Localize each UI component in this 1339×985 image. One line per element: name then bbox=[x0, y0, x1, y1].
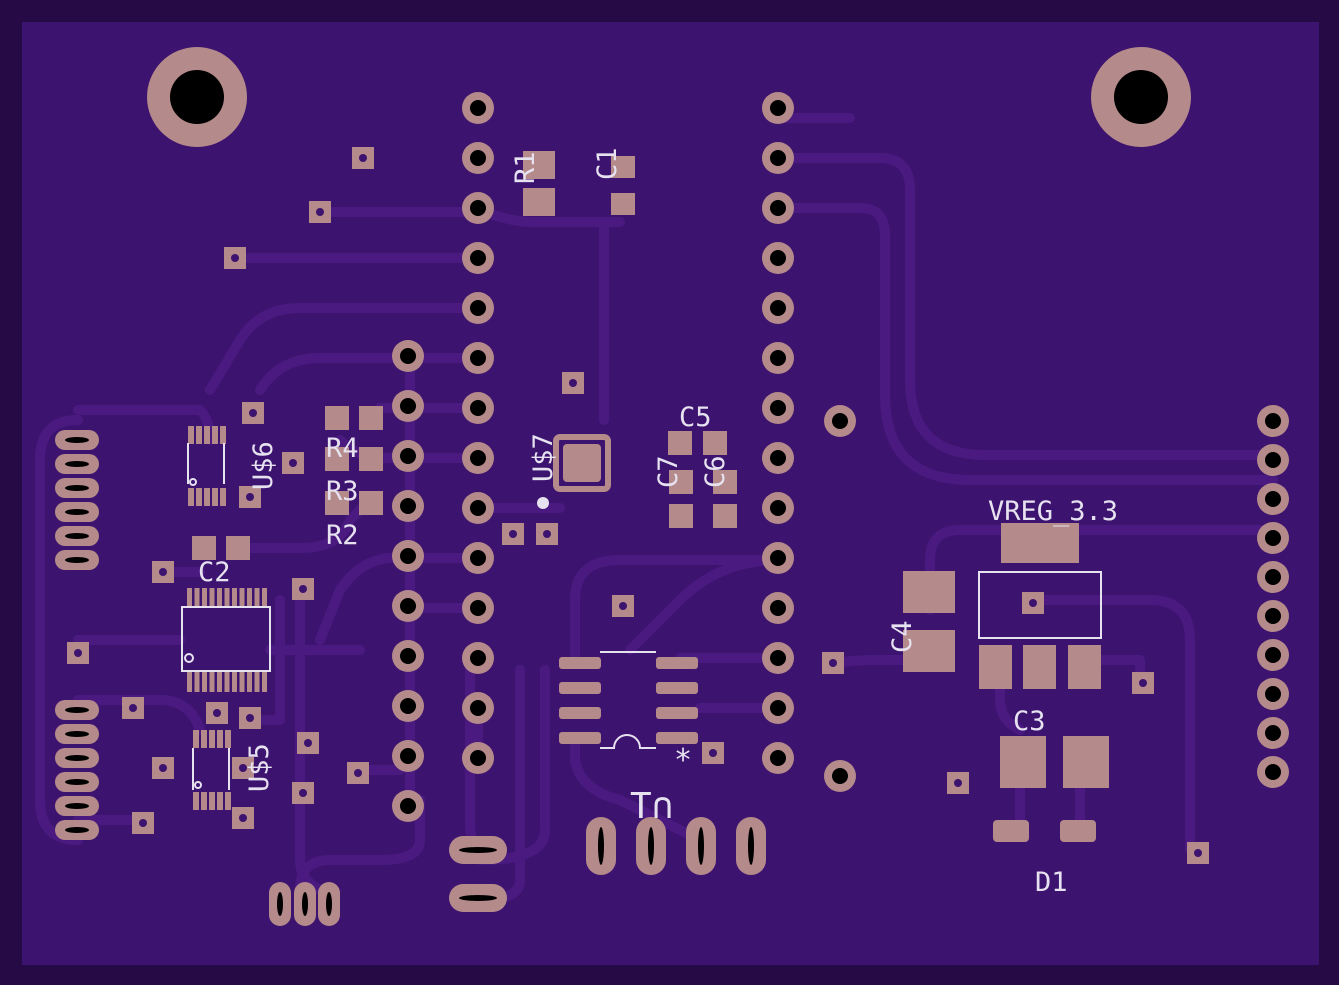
ic-pad bbox=[217, 588, 222, 608]
label-star: * bbox=[674, 743, 692, 778]
through-hole-pads bbox=[392, 92, 1289, 822]
ic-pad bbox=[217, 730, 223, 748]
ic-pad bbox=[209, 672, 215, 692]
label-r2: R2 bbox=[326, 520, 359, 551]
ic-pad bbox=[217, 672, 222, 692]
smd-pads bbox=[187, 151, 1109, 842]
label-c2: C2 bbox=[198, 557, 231, 588]
ic-pad bbox=[194, 588, 200, 608]
ic-pad bbox=[224, 672, 230, 692]
label-r1: R1 bbox=[510, 151, 541, 184]
label-c1: C1 bbox=[592, 147, 623, 180]
ic-pad bbox=[220, 426, 226, 444]
soic-pad-left bbox=[559, 707, 601, 719]
ic-pad bbox=[187, 672, 192, 692]
ic-pad bbox=[209, 730, 215, 748]
ic-pad bbox=[194, 672, 200, 692]
ic-pad bbox=[193, 792, 199, 810]
label-c4: C4 bbox=[887, 620, 918, 653]
r1-pad-1 bbox=[523, 151, 555, 179]
c1-pad-2 bbox=[611, 193, 635, 215]
label-c3: C3 bbox=[1013, 706, 1046, 737]
ic-pad bbox=[188, 426, 194, 444]
ic-pad bbox=[220, 488, 226, 506]
label-d1: D1 bbox=[1035, 867, 1068, 898]
ic-pad bbox=[254, 588, 260, 608]
label-c5: C5 bbox=[679, 402, 712, 433]
ic-pad bbox=[247, 672, 252, 692]
ic-pad bbox=[212, 488, 218, 506]
ic-pad bbox=[193, 730, 199, 748]
label-vreg: VREG_3.3 bbox=[988, 496, 1118, 527]
ic-pad bbox=[204, 488, 210, 506]
silkscreen-labels: R1 C1 C5 C7 C6 R4 R3 R2 U$6 U$7 U$5 C2 C… bbox=[198, 147, 1118, 898]
ic-pad bbox=[187, 588, 192, 608]
soic-pad-right bbox=[656, 707, 698, 719]
ic-pad bbox=[225, 792, 231, 810]
ic-pad bbox=[204, 426, 210, 444]
ic-pad bbox=[188, 488, 194, 506]
soic-pad-left bbox=[559, 657, 601, 669]
ic-pad bbox=[262, 672, 267, 692]
ic-pad bbox=[225, 730, 231, 748]
label-c6: C6 bbox=[700, 455, 731, 488]
ic-pad bbox=[239, 672, 245, 692]
ic-pad bbox=[196, 488, 202, 506]
ic-pad bbox=[209, 792, 215, 810]
label-us7: U$7 bbox=[528, 433, 559, 482]
ic-pad bbox=[217, 792, 223, 810]
vreg-outline bbox=[978, 571, 1102, 639]
label-us5: U$5 bbox=[244, 743, 275, 792]
ic-pad bbox=[262, 588, 267, 608]
label-us6: U$6 bbox=[248, 441, 279, 490]
connector-pads bbox=[55, 430, 766, 926]
soic-pad-left bbox=[559, 682, 601, 694]
ic-pad bbox=[196, 426, 202, 444]
r1-pad-2 bbox=[523, 188, 555, 216]
ic-pad bbox=[239, 588, 245, 608]
ic-pad bbox=[224, 588, 230, 608]
ic-pad bbox=[202, 588, 207, 608]
ic-pad bbox=[201, 792, 207, 810]
ic-pad bbox=[202, 672, 207, 692]
c1-pad-1 bbox=[611, 156, 635, 178]
vias bbox=[67, 147, 1209, 864]
soic-pad-right bbox=[656, 732, 698, 744]
label-r3: R3 bbox=[326, 476, 359, 507]
ic-pad bbox=[212, 426, 218, 444]
silkscreen-outlines bbox=[181, 443, 1102, 790]
ic-outline-c2 bbox=[181, 606, 271, 672]
ic-pad bbox=[232, 672, 237, 692]
mounting-holes bbox=[147, 47, 1191, 147]
label-r4: R4 bbox=[326, 433, 359, 464]
ic-pad bbox=[247, 588, 252, 608]
label-tn: T∩ bbox=[630, 786, 673, 827]
soic-pad-right bbox=[656, 682, 698, 694]
soic-pad-left bbox=[559, 732, 601, 744]
ic-pad bbox=[232, 588, 237, 608]
ic-pad bbox=[254, 672, 260, 692]
ic-pad bbox=[209, 588, 215, 608]
label-c7: C7 bbox=[653, 455, 684, 488]
ic-pad bbox=[201, 730, 207, 748]
soic-pad-right bbox=[656, 657, 698, 669]
